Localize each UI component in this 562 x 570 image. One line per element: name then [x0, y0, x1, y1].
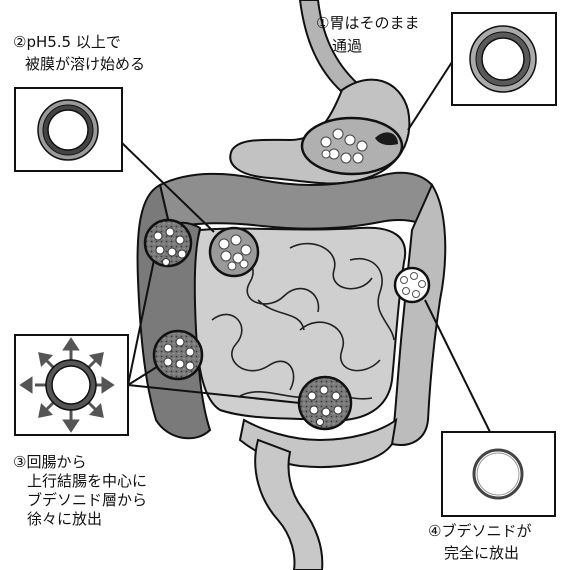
stage3-line1: ③回腸から: [13, 453, 147, 472]
connector-stage4: [425, 300, 490, 432]
stage4-line2: 完全に放出: [428, 544, 531, 563]
connector-stage1: [408, 62, 452, 130]
stage3-line3: ブデソニド層から: [13, 491, 147, 510]
stage3-label: ③回腸から 上行結腸を中心に ブデソニド層から 徐々に放出: [13, 453, 147, 529]
capsule-cluster-transverse: [210, 228, 258, 276]
inset-stage2: [15, 88, 122, 171]
capsule-cluster-stomach: [302, 118, 402, 174]
stage2-line1: ②pH5.5 以上で: [13, 33, 145, 52]
inset-stage3: [15, 335, 128, 435]
capsule-cluster-ascending-upper: [145, 220, 191, 266]
stage4-line1: ④ブデソニドが: [428, 522, 531, 541]
stage3-line4: 徐々に放出: [13, 510, 147, 529]
stage3-line2: 上行結腸を中心に: [13, 472, 147, 491]
stage1-line1: ①胃はそのまま: [316, 14, 419, 33]
thinning-coating-capsule-icon: [38, 100, 98, 160]
stage4-label: ④ブデソニドが 完全に放出: [428, 522, 531, 563]
intact-coated-capsule-icon: [470, 26, 536, 92]
stage1-label: ①胃はそのまま 通過: [316, 14, 419, 56]
inset-stage4: [442, 432, 555, 516]
stage2-label: ②pH5.5 以上で 被膜が溶け始める: [13, 33, 145, 74]
stage1-line2: 通過: [316, 37, 419, 56]
inset-stage1: [452, 13, 556, 105]
capsule-cluster-ascending-lower: [154, 331, 202, 379]
stage2-line2: 被膜が溶け始める: [13, 55, 145, 74]
empty-capsule-icon: [474, 450, 522, 498]
descending-colon: [392, 185, 445, 445]
capsule-cluster-lower-bowel: [299, 377, 351, 429]
capsule-cluster-descending: [395, 268, 429, 302]
